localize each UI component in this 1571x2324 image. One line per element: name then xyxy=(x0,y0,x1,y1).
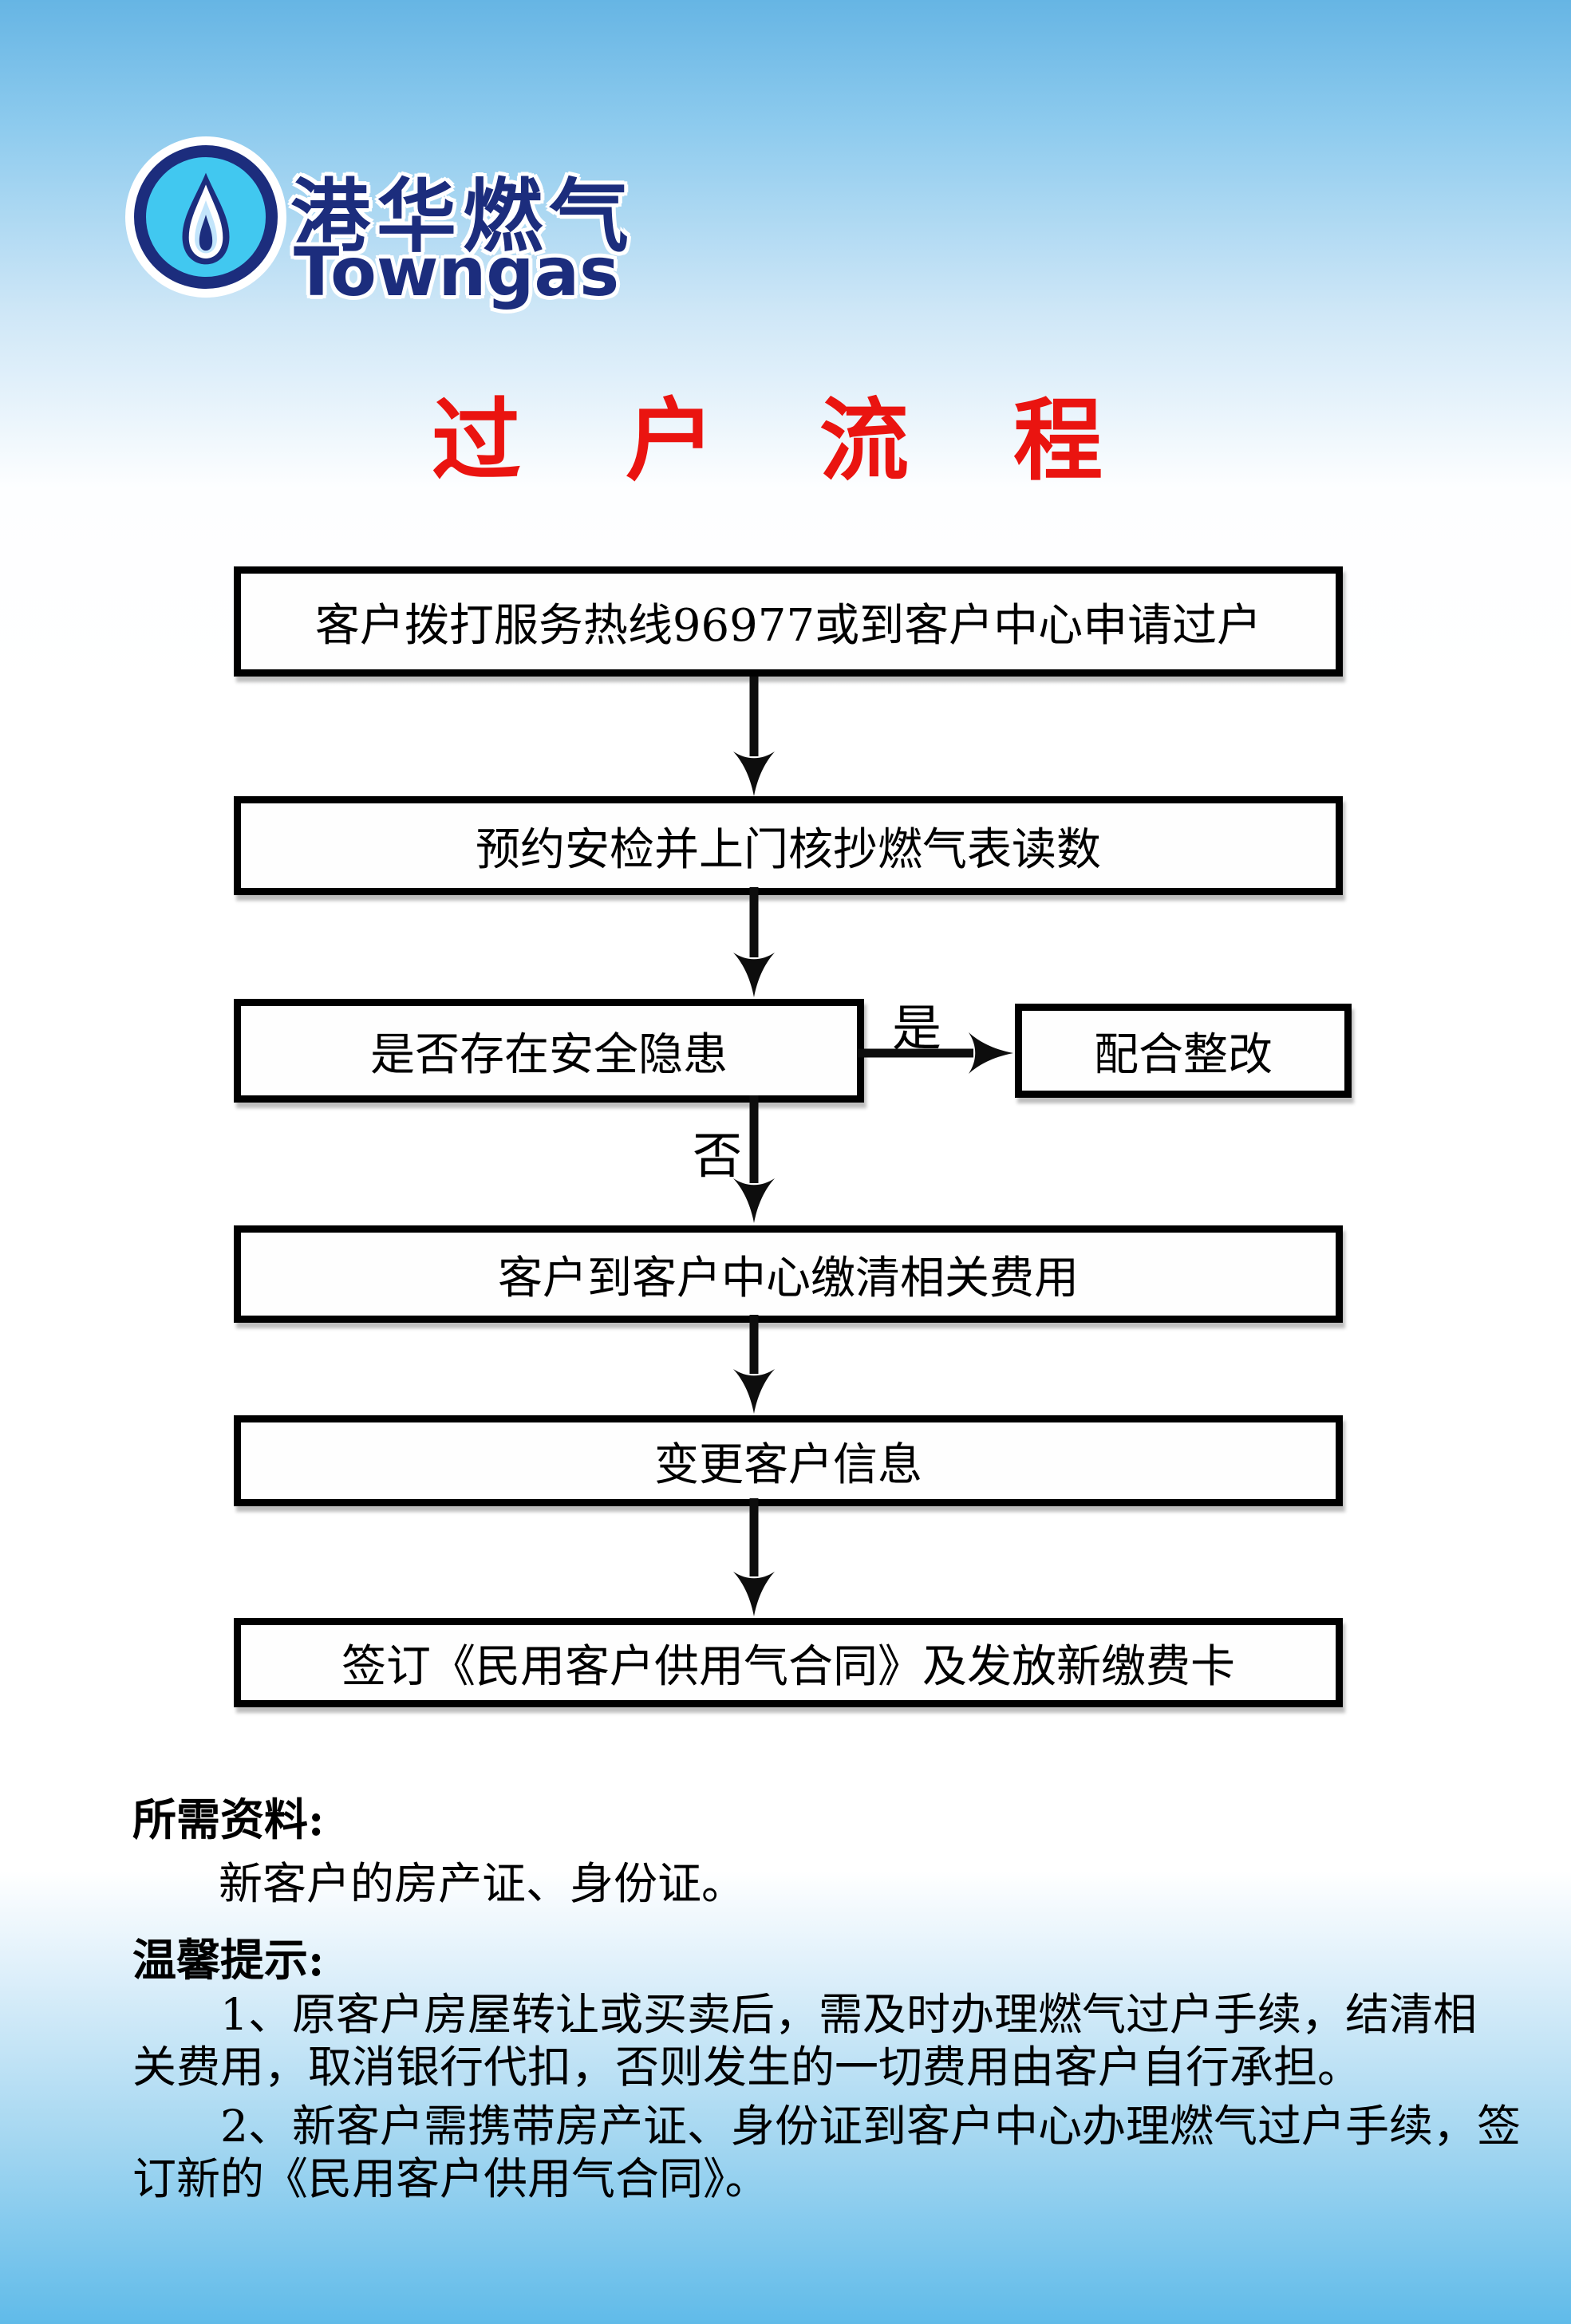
arrow-down-icon xyxy=(733,1498,775,1616)
materials-heading: 所需资料: xyxy=(132,1793,325,1845)
flow-step-payment-label: 客户到客户中心缴清相关费用 xyxy=(498,1252,1079,1304)
arrow-down-icon xyxy=(733,677,775,796)
arrow-down-icon xyxy=(733,887,775,997)
flow-step-inspection-box: 预约安检并上门核抄燃气表读数 xyxy=(234,796,1343,895)
flow-step-contract-label: 签订《民用客户供用气合同》及发放新缴费卡 xyxy=(341,1640,1235,1693)
no-branch-label: 否 xyxy=(693,1126,743,1185)
tips-line-2: 关费用，取消银行代扣，否则发生的一切费用由客户自行承担。 xyxy=(132,2042,1362,2093)
flow-step-contract-box: 签订《民用客户供用气合同》及发放新缴费卡 xyxy=(234,1618,1343,1707)
tips-line-1: 1、原客户房屋转让或买卖后，需及时办理燃气过户手续，结清相 xyxy=(220,1989,1477,2040)
flow-step-apply-label: 客户拨打服务热线96977或到客户中心申请过户 xyxy=(314,599,1262,652)
flow-rectify-box: 配合整改 xyxy=(1015,1004,1352,1098)
tips-body: 1、原客户房屋转让或买卖后，需及时办理燃气过户手续，结清相 关费用，取消银行代扣… xyxy=(132,1988,1521,2205)
flow-decision-safety-label: 是否存在安全隐患 xyxy=(370,1028,728,1081)
page-title: 过 户 流 程 xyxy=(432,389,1139,493)
arrow-down-icon xyxy=(733,1095,775,1223)
flow-decision-safety-box: 是否存在安全隐患 xyxy=(234,999,864,1103)
flow-step-apply-box: 客户拨打服务热线96977或到客户中心申请过户 xyxy=(234,566,1343,677)
flow-rectify-label: 配合整改 xyxy=(1094,1028,1273,1081)
tips-line-4: 订新的《民用客户供用气合同》。 xyxy=(132,2153,769,2204)
flow-step-inspection-label: 预约安检并上门核抄燃气表读数 xyxy=(476,823,1101,876)
tips-heading: 温馨提示: xyxy=(132,1934,325,1986)
gas-flame-icon xyxy=(182,172,230,265)
yes-branch-label: 是 xyxy=(892,999,942,1057)
arrow-down-icon xyxy=(733,1315,775,1414)
flow-step-update-info-label: 变更客户信息 xyxy=(654,1438,922,1491)
tips-line-3: 2、新客户需携带房产证、身份证到客户中心办理燃气过户手续，签 xyxy=(220,2101,1521,2152)
brand-name-cn: 港华燃气 xyxy=(290,170,635,263)
flow-step-payment-box: 客户到客户中心缴清相关费用 xyxy=(234,1225,1343,1323)
arrow-right-icon xyxy=(857,1032,1013,1074)
flame-circle-icon xyxy=(134,145,278,289)
materials-item: 新客户的房产证、身份证。 xyxy=(219,1858,746,1909)
brand-name-en: Towngas xyxy=(294,233,620,311)
flow-step-update-info-box: 变更客户信息 xyxy=(234,1415,1343,1506)
